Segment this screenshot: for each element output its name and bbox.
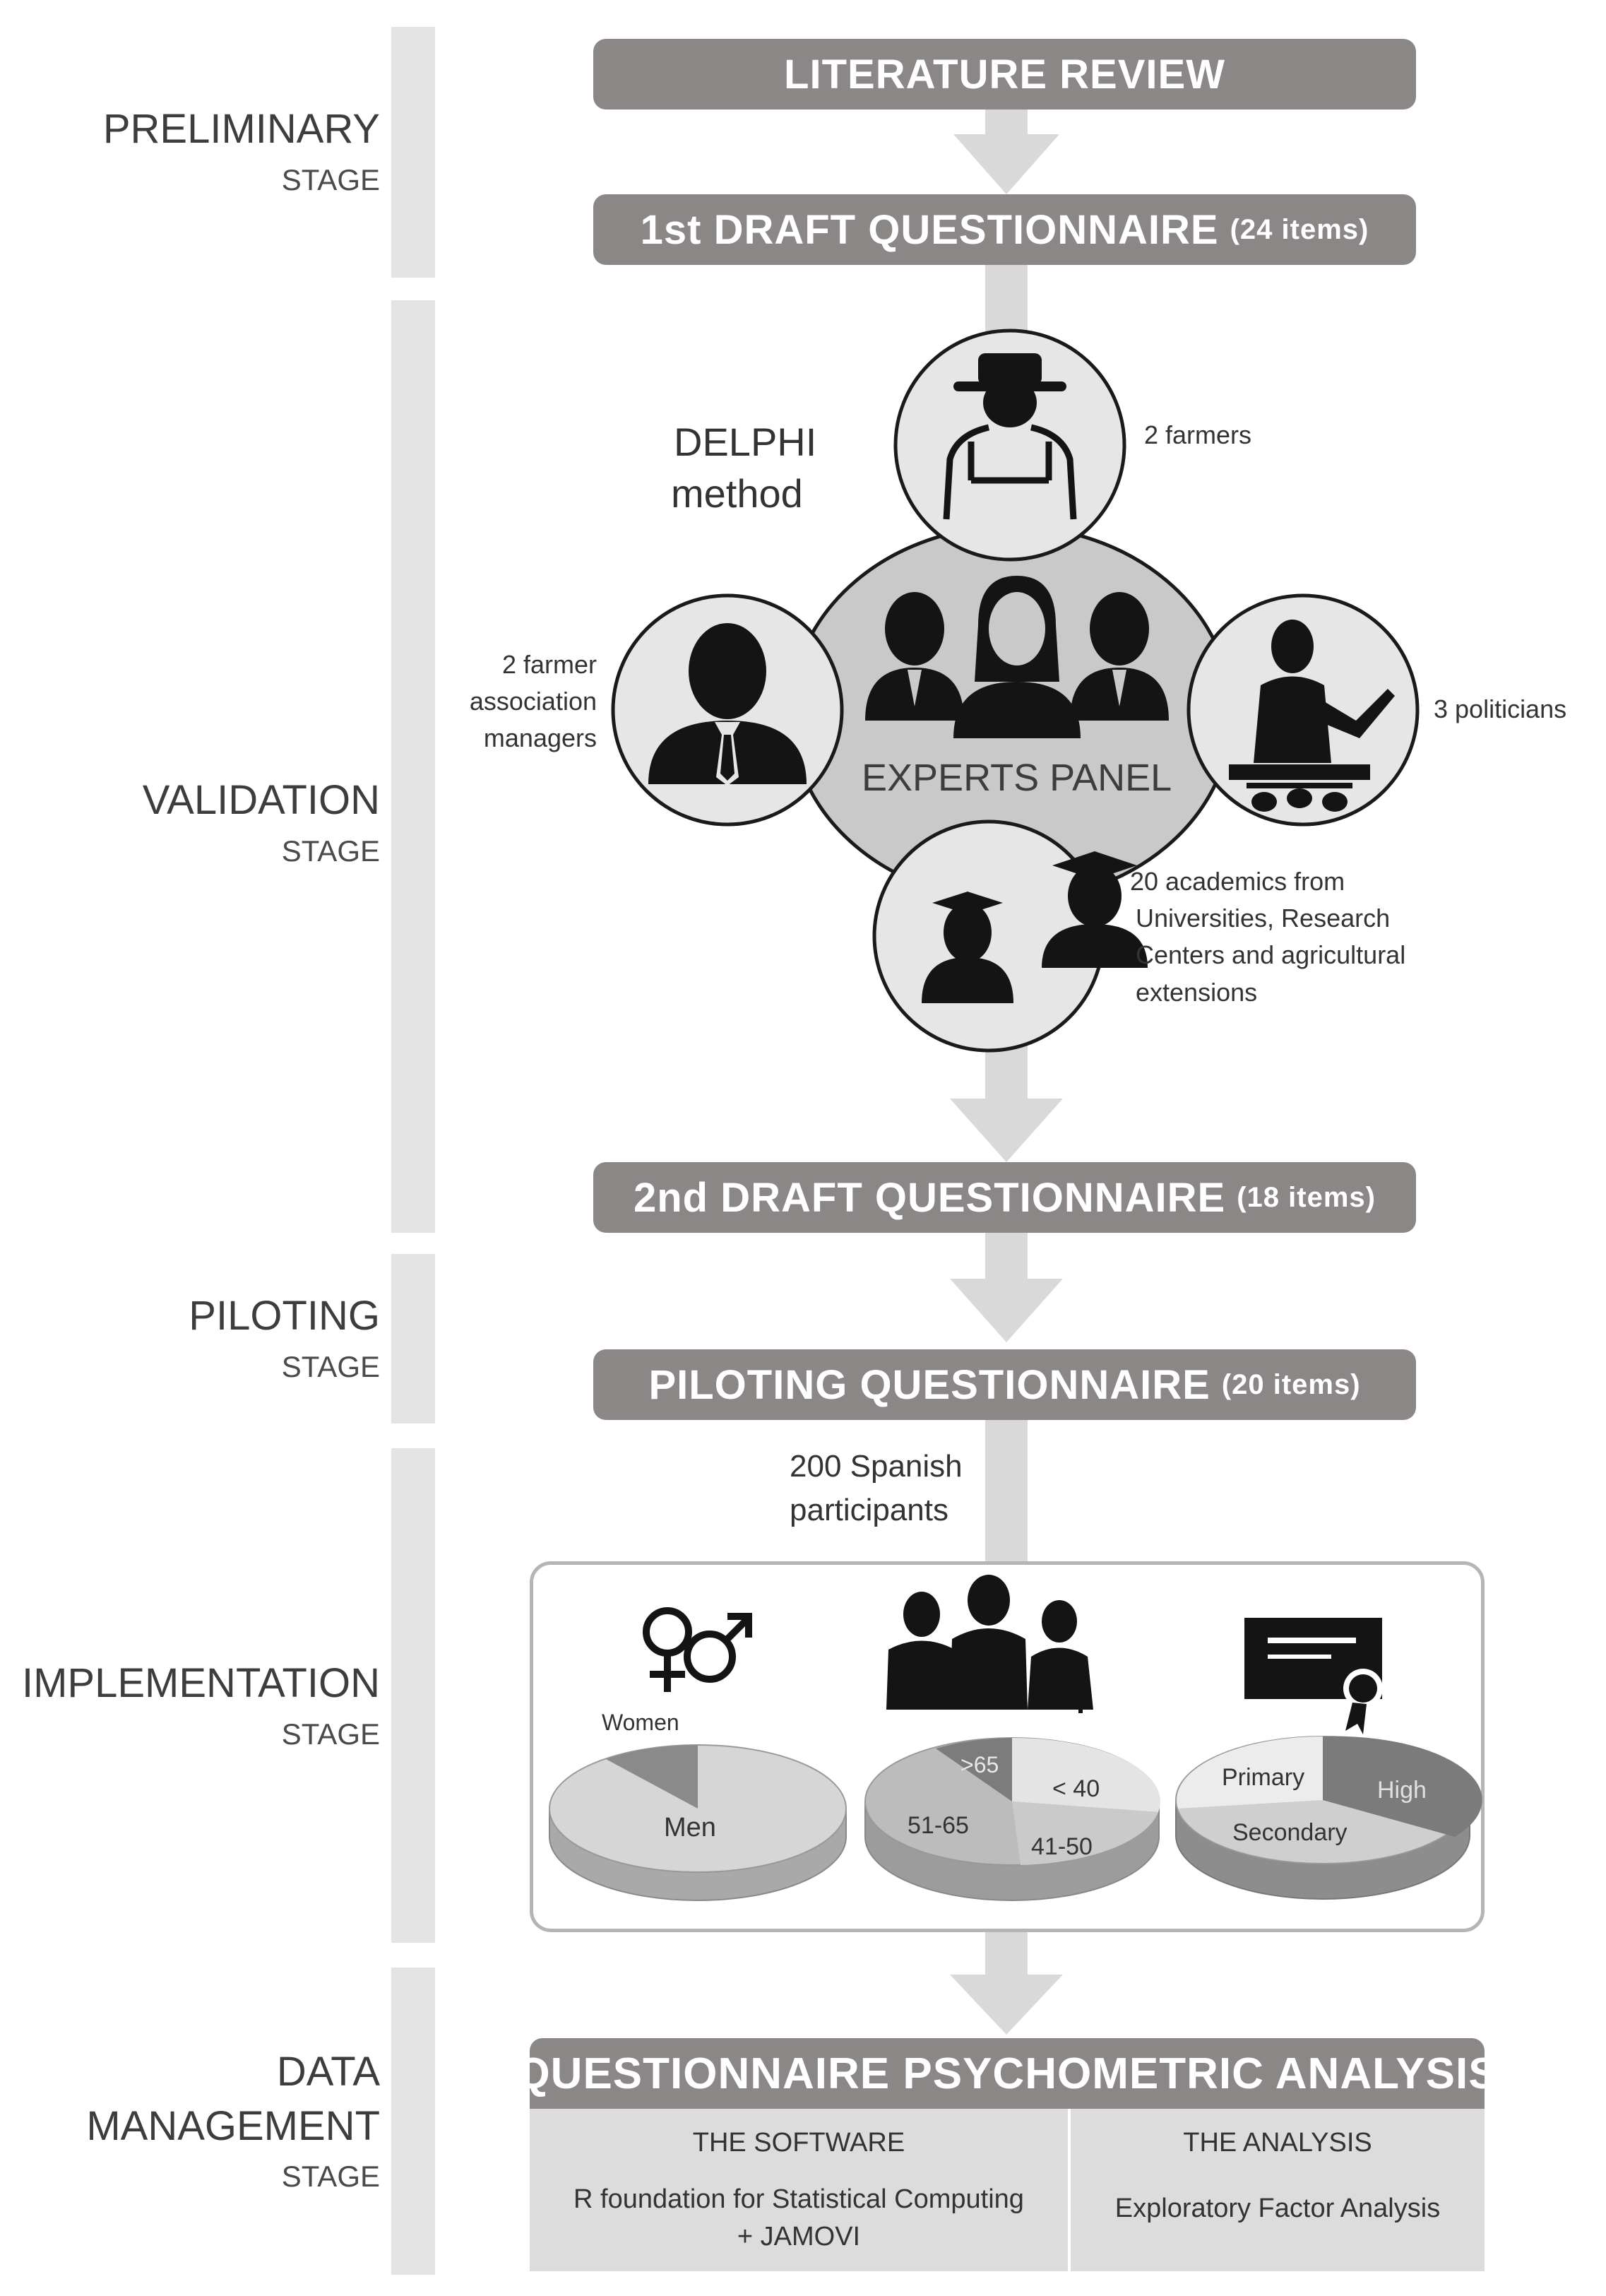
- literature-review-box: LITERATURE REVIEW: [593, 39, 1416, 110]
- age-41-50-label: 41-50: [1031, 1833, 1093, 1860]
- software-line2: + JAMOVI: [737, 2222, 861, 2251]
- men-label: Men: [664, 1813, 716, 1842]
- piloting-questionnaire-box: PILOTING QUESTIONNAIRE (20 items): [593, 1349, 1416, 1420]
- politician-icon: [1229, 620, 1395, 812]
- analysis-value: Exploratory Factor Analysis: [1114, 2194, 1441, 2223]
- participants-line2: participants: [790, 1492, 949, 1527]
- academics-line4: extensions: [1136, 977, 1258, 1007]
- delphi-title: DELPHI method: [671, 417, 816, 520]
- primary-label: Primary: [1222, 1764, 1305, 1791]
- stage-name: PILOTING: [189, 1293, 380, 1339]
- analysis-header: THE ANALYSIS: [1183, 2128, 1372, 2158]
- experts-group-icon: [865, 576, 1169, 738]
- gender-pie: [549, 1744, 847, 1901]
- box-title: PILOTING QUESTIONNAIRE: [648, 1361, 1211, 1408]
- stage-suffix: STAGE: [281, 1717, 380, 1751]
- delphi-line1: DELPHI: [674, 420, 817, 464]
- women-label: Women: [602, 1710, 679, 1735]
- academics-line3: Centers and agricultural: [1136, 940, 1406, 970]
- high-label: High: [1377, 1777, 1427, 1804]
- gender-icon: [643, 1607, 752, 1692]
- age-under-40-label: < 40: [1052, 1775, 1100, 1802]
- age-pie: [864, 1737, 1160, 1901]
- second-draft-box: 2nd DRAFT QUESTIONNAIRE (18 items): [593, 1162, 1416, 1233]
- piloting-stage-label: PILOTING STAGE: [189, 1293, 380, 1384]
- farmer-icon: [943, 424, 1077, 520]
- stage-name: VALIDATION: [142, 777, 380, 823]
- participants-label: 200 Spanish participants: [790, 1445, 963, 1532]
- stage-name: IMPLEMENTATION: [22, 1660, 380, 1706]
- age-over-65-label: >65: [960, 1752, 999, 1777]
- farmers-label: 2 farmers: [1144, 420, 1252, 449]
- academics-line2: Universities, Research: [1136, 904, 1391, 933]
- academics-label: 20 academics from Universities, Research…: [1130, 863, 1405, 1011]
- delphi-line2: method: [671, 471, 803, 516]
- item-count: (20 items): [1221, 1368, 1361, 1400]
- stage-name-line1: DATA: [276, 2049, 380, 2095]
- implementation-graphics: [549, 1575, 1482, 1901]
- stage-name: PRELIMINARY: [102, 106, 380, 152]
- analysis-table: [530, 2109, 1485, 2271]
- stage-suffix: STAGE: [281, 1349, 380, 1383]
- stage-suffix: STAGE: [281, 834, 380, 868]
- data-management-stage-bar: [391, 1967, 435, 2275]
- certificate-icon: [1244, 1618, 1383, 1734]
- validation-stage-label: VALIDATION STAGE: [143, 777, 380, 868]
- stage-suffix: STAGE: [281, 162, 380, 196]
- table-divider: [1068, 2109, 1071, 2271]
- psychometric-analysis-box: QUESTIONNAIRE PSYCHOMETRIC ANALYSIS: [516, 2038, 1498, 2109]
- managers-line3: managers: [483, 723, 597, 753]
- implementation-stage-label: IMPLEMENTATION STAGE: [22, 1660, 380, 1751]
- implementation-stage-bar: [391, 1448, 435, 1943]
- managers-line1: 2 farmer: [501, 650, 597, 679]
- data-management-stage-label: DATA MANAGEMENT STAGE: [86, 2049, 380, 2194]
- item-count: (18 items): [1237, 1181, 1376, 1213]
- managers-line2: association: [469, 687, 597, 716]
- participants-line1: 200 Spanish: [790, 1449, 963, 1484]
- age-51-65-label: 51-65: [908, 1812, 969, 1839]
- age-groups-icon: [886, 1575, 1093, 1713]
- academics-line1: 20 academics from: [1130, 867, 1345, 896]
- box-title: QUESTIONNAIRE PSYCHOMETRIC ANALYSIS: [516, 2049, 1499, 2098]
- box-title: 2nd DRAFT QUESTIONNAIRE: [634, 1174, 1226, 1221]
- managers-label: 2 farmer association managers: [438, 646, 597, 757]
- item-count: (24 items): [1230, 213, 1369, 245]
- validation-stage-bar: [391, 300, 435, 1233]
- preliminary-stage-label: PRELIMINARY STAGE: [103, 106, 380, 197]
- politicians-label: 3 politicians: [1434, 694, 1567, 723]
- experts-panel-graphic: [611, 329, 1420, 1053]
- preliminary-stage-bar: [391, 27, 435, 278]
- box-title: LITERATURE REVIEW: [784, 51, 1225, 97]
- software-line1: R foundation for Statistical Computing: [573, 2184, 1024, 2214]
- first-draft-box: 1st DRAFT QUESTIONNAIRE (24 items): [593, 194, 1416, 265]
- experts-panel-label: EXPERTS PANEL: [862, 757, 1172, 799]
- software-header: THE SOFTWARE: [692, 2128, 905, 2158]
- box-title: 1st DRAFT QUESTIONNAIRE: [640, 206, 1219, 253]
- piloting-stage-bar: [391, 1254, 435, 1424]
- farmer-circle: [893, 329, 1126, 562]
- academics-icon: [922, 851, 1148, 1003]
- stage-suffix: STAGE: [281, 2160, 380, 2194]
- education-pie: [1175, 1736, 1482, 1900]
- stage-name-line2: MANAGEMENT: [86, 2102, 380, 2149]
- secondary-label: Secondary: [1232, 1819, 1348, 1846]
